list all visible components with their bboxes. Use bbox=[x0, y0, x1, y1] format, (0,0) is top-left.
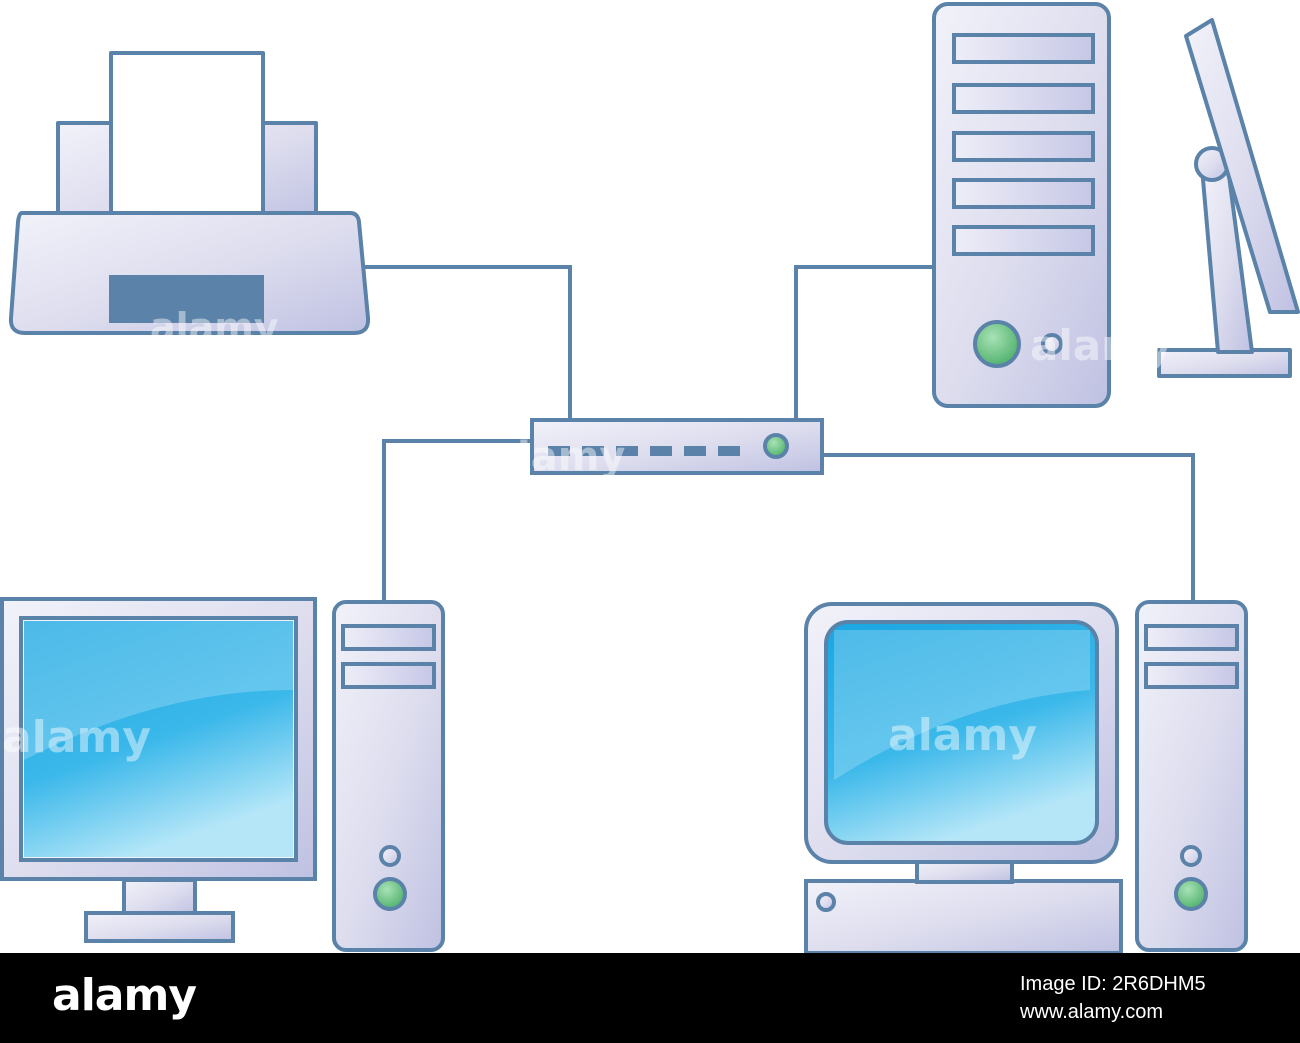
side-monitor-icon bbox=[1157, 18, 1300, 378]
left-tower-icon bbox=[332, 600, 445, 952]
printer-icon bbox=[8, 51, 371, 335]
watermark-text: alamy bbox=[150, 305, 279, 349]
link-server-switch bbox=[794, 265, 934, 420]
right-tower-icon bbox=[1135, 600, 1248, 952]
footer-info: Image ID: 2R6DHM5 www.alamy.com bbox=[1020, 971, 1280, 1025]
site-url-label: www.alamy.com bbox=[1020, 1001, 1163, 1023]
stock-footer-bar: alamy Image ID: 2R6DHM5 www.alamy.com bbox=[0, 953, 1300, 1043]
server-tower-icon bbox=[932, 2, 1111, 408]
watermark: alamy alamy alamy alamy alamy bbox=[2, 305, 1172, 763]
connection-lines bbox=[362, 265, 1195, 602]
watermark-text: alamy bbox=[888, 710, 1037, 761]
flat-monitor-icon bbox=[0, 597, 317, 943]
alamy-logo: alamy bbox=[52, 970, 197, 1021]
network-switch-icon bbox=[530, 418, 824, 475]
desktop-case-icon bbox=[804, 879, 1123, 953]
link-printer-switch bbox=[362, 265, 572, 420]
network-diagram: alamy alamy alamy alamy alamy bbox=[0, 2, 1300, 953]
image-id-label: Image ID: 2R6DHM5 bbox=[1020, 973, 1206, 995]
watermark-text: alamy bbox=[490, 434, 625, 480]
watermark-text: alamy bbox=[2, 712, 151, 763]
crt-monitor-icon bbox=[804, 602, 1119, 884]
watermark-text: alamy bbox=[1030, 321, 1172, 370]
link-switch-left-workstation bbox=[382, 439, 533, 602]
link-switch-right-workstation bbox=[822, 453, 1195, 602]
